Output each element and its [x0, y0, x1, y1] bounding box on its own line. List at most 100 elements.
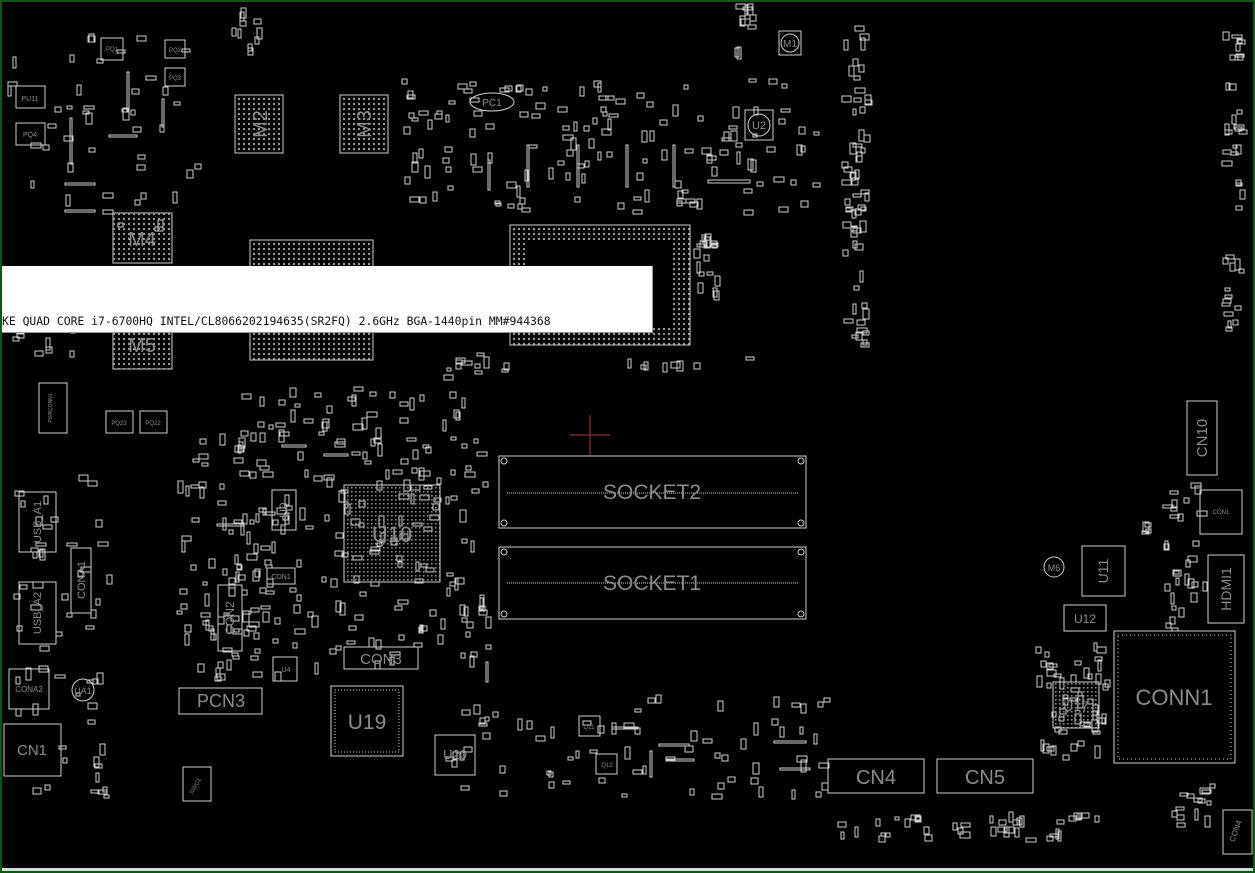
pq2-chip[interactable]	[164, 39, 186, 59]
smd-component	[322, 421, 328, 432]
usb-a2-port[interactable]	[18, 581, 57, 645]
smd-component	[1042, 743, 1050, 754]
smd-component	[632, 769, 643, 775]
smd-component	[636, 92, 645, 99]
cona1-connector[interactable]	[70, 547, 92, 614]
smd-component	[90, 609, 97, 619]
u11-chip[interactable]	[1081, 545, 1126, 597]
smd-component	[406, 437, 417, 442]
pu11-chip[interactable]	[15, 85, 46, 109]
cn5-connector[interactable]	[936, 758, 1034, 794]
smd-component	[1036, 675, 1043, 688]
smd-component	[853, 285, 860, 291]
con1-right[interactable]	[1199, 489, 1243, 535]
smd-component	[385, 469, 390, 480]
u10-chip[interactable]	[343, 484, 441, 583]
smd-component	[853, 75, 861, 81]
pq1-chip[interactable]	[100, 37, 124, 61]
pcn3-connector[interactable]	[178, 687, 263, 715]
smd-component	[25, 667, 32, 681]
smd-component	[217, 661, 224, 669]
smd-component	[85, 625, 95, 630]
cn10-connector[interactable]	[1186, 400, 1218, 476]
smd-component	[711, 243, 718, 249]
label-u9: U9	[277, 502, 291, 518]
smd-component	[689, 788, 695, 796]
label-con1-left: CON1	[271, 574, 291, 581]
smd-component	[198, 481, 207, 489]
pq4-chip[interactable]	[15, 122, 46, 146]
smd-component	[130, 109, 136, 116]
label-usb-a1: USB_A1	[32, 501, 44, 543]
pq22-chip[interactable]	[139, 410, 168, 434]
cn1-connector[interactable]	[3, 723, 62, 777]
smd-component	[259, 465, 270, 471]
pwrconn-connector[interactable]	[38, 382, 68, 434]
smd-component	[597, 151, 602, 161]
smd-component	[237, 574, 246, 581]
socket2[interactable]	[498, 455, 807, 529]
smd-component	[634, 708, 642, 713]
smd-component	[368, 637, 375, 648]
smd-component	[452, 751, 458, 760]
cona2-connector[interactable]	[8, 668, 50, 710]
smd-component	[473, 704, 481, 715]
u17-chip[interactable]	[1052, 681, 1100, 729]
smd-component	[1186, 793, 1195, 799]
pq3-chip[interactable]	[164, 67, 186, 87]
smd-component	[85, 112, 93, 125]
smd-component	[519, 111, 529, 118]
u9-chip[interactable]	[271, 489, 297, 531]
smd-component	[781, 83, 788, 89]
smd-component	[44, 784, 51, 791]
smd-component	[1224, 294, 1233, 299]
socket1[interactable]	[498, 546, 807, 620]
smd-component	[284, 494, 290, 506]
conn1-chip[interactable]	[1113, 630, 1236, 764]
smd-component	[589, 749, 598, 754]
smd-component	[339, 602, 346, 616]
q12-chip[interactable]	[595, 753, 618, 775]
smd-component	[1169, 616, 1176, 625]
u2-chip[interactable]	[744, 109, 774, 141]
u20-chip[interactable]	[434, 734, 476, 776]
smd-component	[649, 130, 655, 142]
smd-component	[607, 118, 612, 131]
smd-component	[483, 356, 490, 369]
smd-component	[1171, 605, 1177, 611]
smd-component	[311, 615, 319, 628]
hdmi1-connector[interactable]	[1207, 554, 1245, 624]
smd-component	[843, 318, 854, 324]
smd-component	[771, 718, 779, 726]
smd-component	[95, 519, 103, 528]
smd-component	[42, 144, 50, 151]
swc1-switch[interactable]	[182, 766, 212, 802]
pq23-chip[interactable]	[105, 410, 134, 434]
smd-component	[670, 361, 681, 369]
con3-connector[interactable]	[343, 646, 419, 670]
smd-component	[54, 674, 66, 679]
smd-component	[400, 458, 409, 465]
smd-component	[582, 720, 592, 726]
con2-connector[interactable]	[217, 584, 243, 652]
u4-chip[interactable]	[272, 656, 298, 682]
u12-chip[interactable]	[1063, 604, 1107, 632]
smd-component	[779, 726, 785, 738]
usb-a1-port[interactable]	[18, 491, 57, 553]
u19-chip[interactable]	[330, 685, 404, 757]
smd-component	[469, 128, 476, 138]
smd-component	[1173, 570, 1180, 575]
label-ua1: UA1	[74, 686, 92, 696]
smd-component	[329, 648, 337, 655]
con1-left[interactable]	[266, 567, 296, 585]
smd-component	[39, 548, 46, 561]
q11-chip[interactable]	[578, 715, 601, 737]
cn4-connector[interactable]	[827, 758, 925, 794]
smd-component	[250, 607, 260, 613]
smd-component	[231, 27, 237, 37]
con4-connector[interactable]	[1222, 809, 1253, 855]
smd-component	[1096, 646, 1107, 654]
smd-component	[1101, 713, 1107, 725]
